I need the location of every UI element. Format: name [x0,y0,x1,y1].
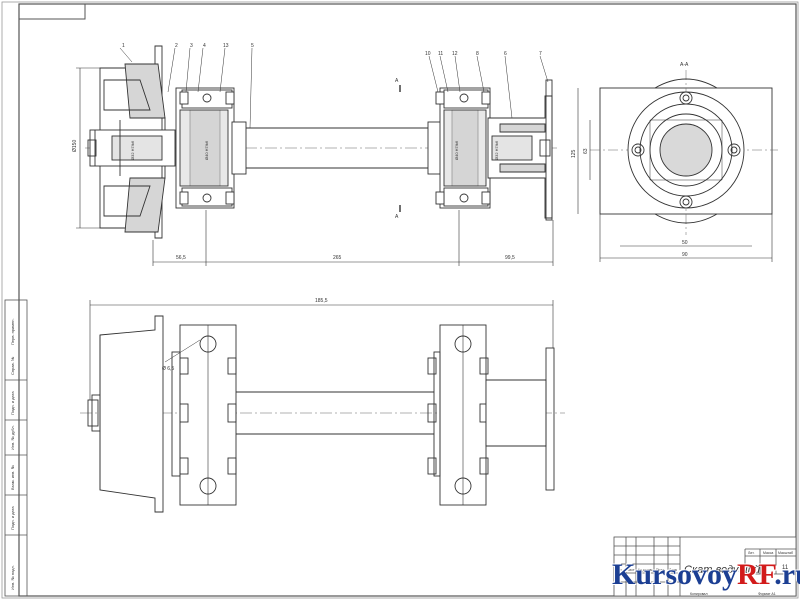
leader-label: 5 [251,43,254,49]
leader-label: 7 [539,51,542,57]
dim-length: 265 [333,255,342,261]
dim-width: 50 [682,240,688,246]
leader-label: 11 [438,51,443,57]
tb-header: Лит. [748,551,754,555]
top-view [76,45,560,266]
dim-length: 99,5 [505,255,515,261]
leader-label: 12 [452,51,458,57]
tb-copied: Копировал [690,592,708,596]
dim-total-length: 185,5 [315,298,328,304]
top-view-labels: 1 2 3 4 13 5 10 11 12 8 6 7 А А Ø150 Ø32… [72,43,542,261]
watermark-part2: RF [737,558,775,591]
leader-label: 2 [175,43,178,49]
tb-small: Изм. [615,568,623,572]
side-stamp-1: Инв. № подл. [10,565,15,590]
leader-label: 1 [122,43,125,49]
leader-label: 4 [203,43,206,49]
section-view [577,70,778,262]
dim-fit: Ø32 H7/k6 [494,140,499,160]
leader-label: 8 [476,51,479,57]
drawing-title: Скат ведущий [684,564,760,576]
tb-small: Лист [627,568,635,572]
title-block [613,536,797,597]
dim-fit: Ø40 H7/k6 [454,140,459,160]
title-block-labels: Лит. Масса Масштаб Изм. Лист № докум. По… [615,551,793,596]
side-stamp-3: Взам. инв. № [10,465,15,490]
leader-label: 10 [425,51,431,57]
side-stamp-4: Инв. № дубл. [10,425,15,450]
tb-small: № докум. [638,568,653,572]
dim-length: 56,5 [176,255,186,261]
section-title: А-А [680,62,689,68]
dim-fit: Ø32 H7/k6 [130,140,135,160]
dim-height: 63 [583,148,589,154]
side-stamp [4,299,28,597]
watermark-part1: Kursovoy [612,558,738,591]
tb-small: Дата [669,568,677,572]
tb-header: Масса [763,551,773,555]
dim-fit: Ø40 H7/k6 [204,140,209,160]
tb-format: Формат А1 [758,592,776,596]
watermark-logo: KursovoyRF.ru [612,558,800,592]
tb-header: Масштаб [778,551,793,555]
bottom-view-labels: 185,5 Ø 6,5 [162,298,328,372]
tb-small: Подп. [656,568,665,572]
leader-label: 13 [223,43,229,49]
side-stamp-7: Перв. примен. [10,318,15,345]
bottom-view [80,300,565,513]
dim-height: 125 [571,149,577,158]
side-stamp-5: Подп. и дата [10,391,15,415]
dim-hole: Ø 6,5 [162,366,174,372]
watermark-part3: .ru [774,558,800,591]
dim-diameter: Ø150 [72,140,78,152]
section-mark: А [395,214,399,220]
section-mark: А [395,78,399,84]
side-stamp-6: Справ. № [10,357,15,375]
leader-label: 6 [504,51,507,57]
section-view-labels: А-А 125 63 50 90 [571,62,689,258]
side-stamp-2: Подп. и дата [10,506,15,530]
dim-width: 90 [682,252,688,258]
sheet-number: 11 [782,565,789,571]
leader-label: 3 [190,43,193,49]
corner-stamp-box [18,3,86,20]
